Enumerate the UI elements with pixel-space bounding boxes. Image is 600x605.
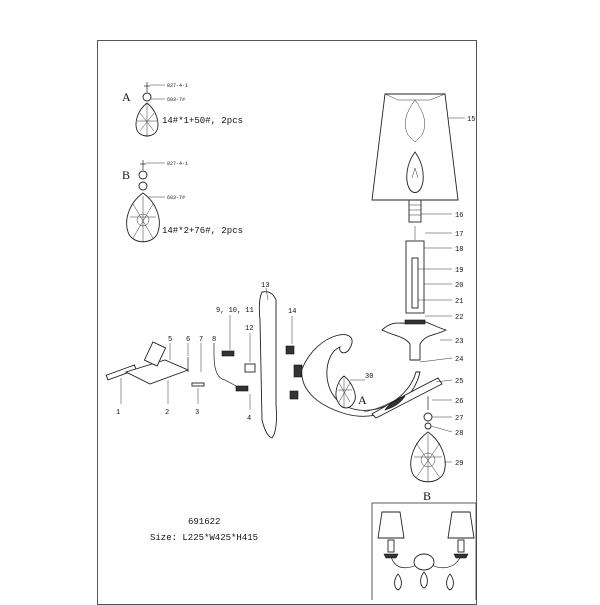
part-label-21: 21 bbox=[455, 298, 463, 306]
part-label-20: 20 bbox=[455, 282, 463, 290]
part-label-18: 18 bbox=[455, 246, 463, 254]
part-label-14: 14 bbox=[288, 308, 296, 316]
part-label-23: 23 bbox=[455, 338, 463, 346]
arm-assembly bbox=[293, 93, 459, 483]
detail-b-mid-code: 603-7# bbox=[167, 195, 185, 201]
part-label-2: 2 bbox=[165, 409, 169, 417]
model-number: 691622 bbox=[188, 517, 220, 527]
wall-plate bbox=[258, 291, 277, 439]
part-label-27: 27 bbox=[455, 415, 463, 423]
part-label-4: 4 bbox=[247, 415, 251, 423]
part-label-9-10-11: 9, 10, 11 bbox=[216, 307, 254, 315]
arm-label-b: B bbox=[423, 489, 431, 503]
curved-arm bbox=[301, 334, 421, 417]
part-label-13: 13 bbox=[261, 282, 269, 290]
part-label-1: 1 bbox=[116, 409, 120, 417]
detail-b-top-code: 827-4-1 bbox=[167, 161, 188, 167]
part-label-7: 7 bbox=[199, 336, 203, 344]
detail-a-letter: A bbox=[122, 90, 131, 104]
lamp-shade bbox=[371, 93, 459, 201]
part-label-30: 30 bbox=[365, 373, 373, 381]
part-label-3: 3 bbox=[195, 409, 199, 417]
detail-a-spec: 14#*1+50#, 2pcs bbox=[162, 116, 243, 126]
detail-b-spec: 14#*2+76#, 2pcs bbox=[162, 226, 243, 236]
part-label-29: 29 bbox=[455, 460, 463, 468]
bobeche bbox=[381, 320, 448, 361]
part-label-26: 26 bbox=[455, 398, 463, 406]
detail-a-mid-code: 603-7# bbox=[167, 97, 185, 103]
part-label-19: 19 bbox=[455, 267, 463, 275]
part-label-17: 17 bbox=[455, 231, 463, 239]
part-label-6: 6 bbox=[186, 336, 190, 344]
assembled-thumbnail bbox=[371, 502, 477, 600]
part-label-15: 15 bbox=[467, 116, 475, 124]
part-label-28: 28 bbox=[455, 430, 463, 438]
part-label-25: 25 bbox=[455, 378, 463, 386]
detail-b-letter: B bbox=[122, 168, 130, 182]
lower-arm bbox=[371, 377, 443, 419]
detail-b: B 827-4-1 603-7# 14#*2+76#, 2pcs bbox=[122, 160, 243, 243]
leader-lines bbox=[418, 117, 465, 463]
part-label-12: 12 bbox=[245, 325, 253, 333]
part-label-8: 8 bbox=[212, 336, 216, 344]
candle-bulb bbox=[406, 151, 424, 193]
detail-a: A 827-4-1 603-7# 14#*1+50#, 2pcs bbox=[122, 82, 243, 137]
part-labels: 1 2 3 4 5 6 7 8 9, 10, 11 12 13 14 15 16… bbox=[116, 116, 475, 503]
socket bbox=[408, 199, 422, 223]
part-label-16: 16 bbox=[455, 212, 463, 220]
part-label-22: 22 bbox=[455, 314, 463, 322]
detail-a-top-code: 827-4-1 bbox=[167, 83, 188, 89]
part-label-24: 24 bbox=[455, 356, 463, 364]
part-label-5: 5 bbox=[168, 336, 172, 344]
crystal-drop-30 bbox=[335, 375, 356, 409]
size-spec: Size: L225*W425*H415 bbox=[150, 533, 258, 543]
mount-parts bbox=[105, 287, 299, 439]
arm-label-a: A bbox=[358, 393, 367, 407]
